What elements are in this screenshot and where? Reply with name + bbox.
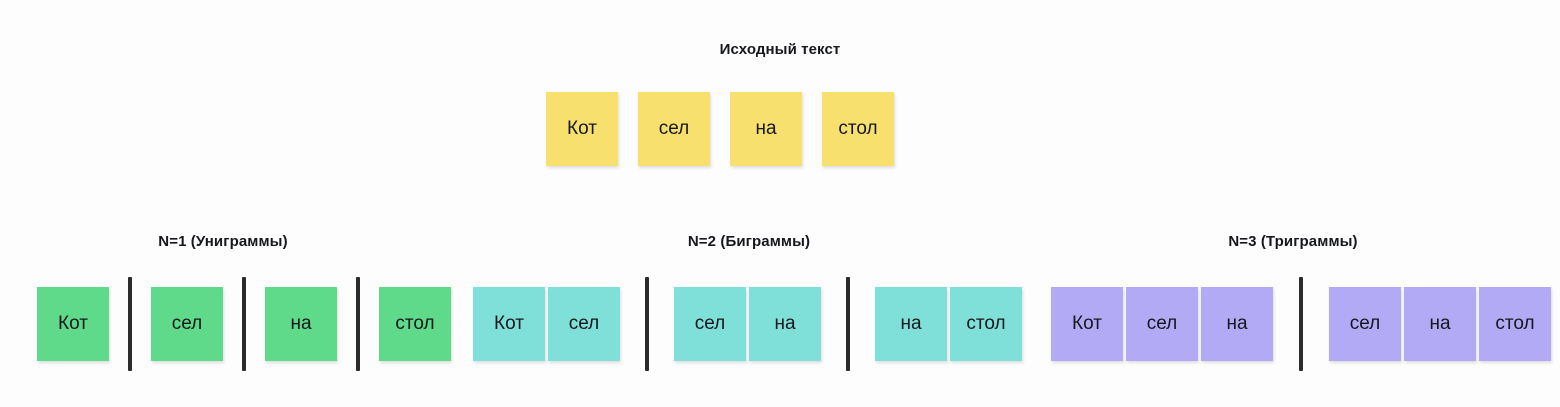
ngram-divider [645,277,649,371]
section-bigram-title: N=2 (Биграммы) [687,233,811,250]
ngram-token: сел [674,287,746,361]
ngram-divider [356,277,360,371]
ngram-token: на [749,287,821,361]
ngram-divider [1299,277,1303,371]
ngram-divider [846,277,850,371]
source-text-title: Исходный текст [719,41,841,58]
ngram-group: стол [379,287,451,361]
source-token: стол [822,92,894,166]
ngram-token: стол [950,287,1022,361]
ngram-token: на [1201,287,1273,361]
ngram-divider [128,277,132,371]
ngram-token: сел [548,287,620,361]
section-unigram-title: N=1 (Униграммы) [158,233,288,250]
ngram-divider [242,277,246,371]
ngram-token: на [265,287,337,361]
ngram-group: сел [151,287,223,361]
ngram-token: стол [379,287,451,361]
source-token: сел [638,92,710,166]
ngram-token: стол [1479,287,1551,361]
source-token: на [730,92,802,166]
ngram-token: Кот [37,287,109,361]
ngram-token: на [875,287,947,361]
ngram-token: Кот [473,287,545,361]
section-trigram-title: N=3 (Триграммы) [1228,233,1358,250]
source-token: Кот [546,92,618,166]
ngram-token: сел [1329,287,1401,361]
ngram-token: Кот [1051,287,1123,361]
ngram-token: сел [1126,287,1198,361]
ngram-token: сел [151,287,223,361]
ngram-group: Кот [37,287,109,361]
ngram-token: на [1404,287,1476,361]
ngram-group: на [265,287,337,361]
